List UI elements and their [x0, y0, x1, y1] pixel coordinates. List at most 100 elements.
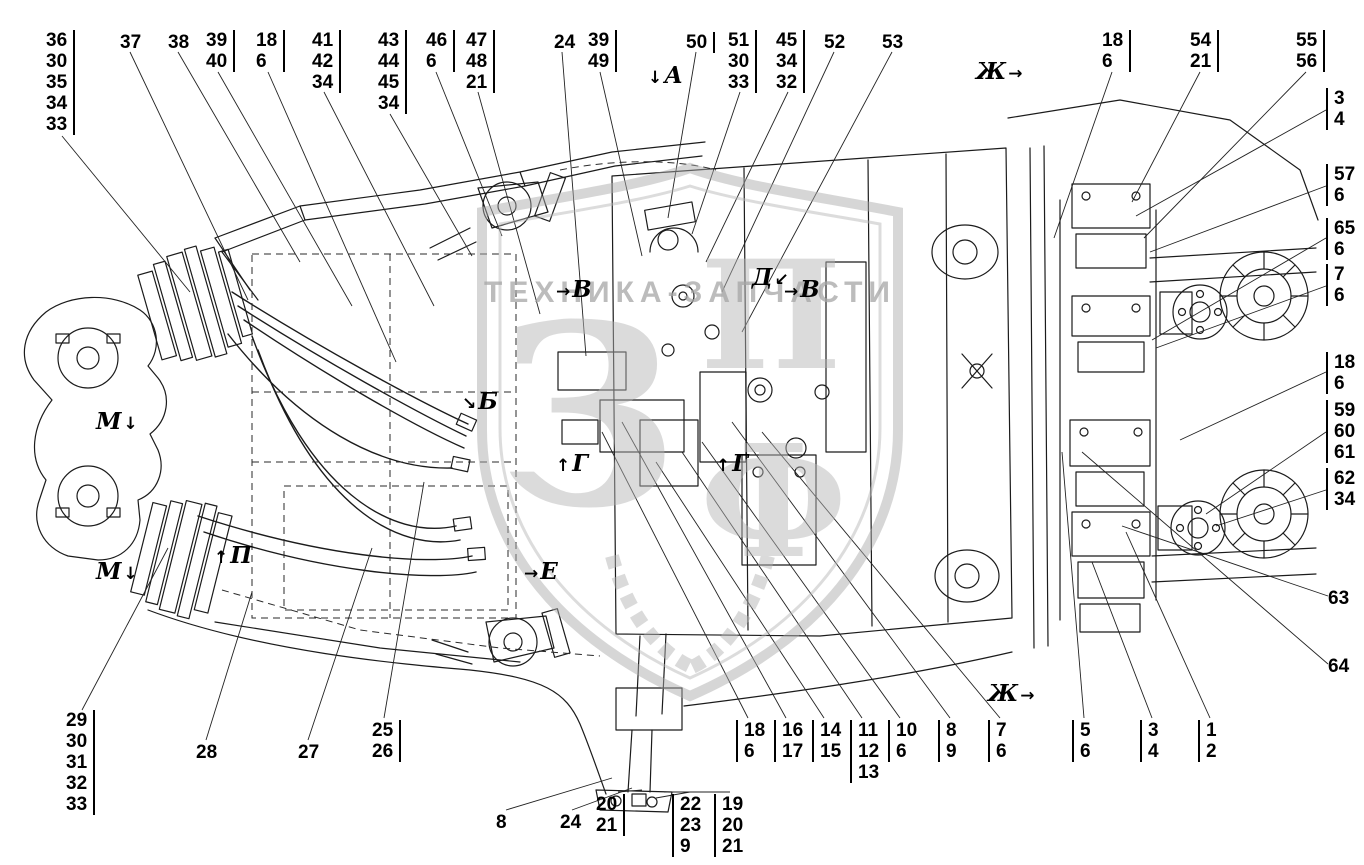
- callout-number: 23: [680, 815, 702, 836]
- callout-group-64: 64: [1328, 656, 1349, 677]
- callout-group-27: 27: [298, 742, 319, 763]
- view-arrow-icon: ↓: [648, 68, 663, 88]
- callout-number: 26: [372, 741, 394, 762]
- callout-number: 63: [1328, 588, 1350, 609]
- callout-number: 34: [46, 93, 68, 114]
- callout-group-50: 50: [686, 32, 716, 53]
- callout-number: 33: [46, 114, 68, 135]
- view-label-Ж: Ж→: [988, 682, 1034, 708]
- callout-number: 29: [66, 710, 88, 731]
- callout-group-24: 24: [560, 812, 581, 833]
- callout-number: 44: [378, 51, 400, 72]
- view-arrow-icon: ↓: [123, 414, 138, 434]
- view-label-М: М↓: [96, 560, 138, 586]
- view-arrow-icon: →: [1020, 686, 1035, 706]
- callout-group-63: 63: [1328, 588, 1349, 609]
- callout-number: 28: [196, 742, 218, 763]
- callout-number: 20: [596, 794, 618, 815]
- callout-number: 36: [46, 30, 68, 51]
- view-arrow-icon: ↑: [716, 456, 731, 476]
- view-label-Е: →Е: [524, 560, 558, 586]
- hidden-lines: [221, 161, 717, 657]
- callout-number: 17: [782, 741, 804, 762]
- callout-group-8: 8: [496, 812, 507, 833]
- view-letter: Ж: [976, 58, 1007, 85]
- view-letter: Ж: [988, 680, 1019, 707]
- callout-number: 30: [46, 51, 68, 72]
- view-label-В: →В: [556, 278, 592, 304]
- callout-number: 8: [946, 720, 957, 741]
- callout-number: 34: [1334, 489, 1356, 510]
- callout-number: 55: [1296, 30, 1318, 51]
- callout-number: 32: [66, 773, 88, 794]
- view-label-Г: ↑Г: [716, 452, 748, 478]
- callout-number: 56: [1296, 51, 1318, 72]
- callout-number: 22: [680, 794, 702, 815]
- view-label-Б: ↘Б: [462, 390, 498, 416]
- callout-number: 6: [1102, 51, 1113, 72]
- callout-number: 42: [312, 51, 334, 72]
- view-arrow-icon: ↑: [214, 548, 229, 568]
- view-letter: Г: [572, 450, 589, 477]
- callout-number: 16: [782, 720, 804, 741]
- callout-number: 11: [858, 720, 879, 741]
- callout-number: 7: [1334, 264, 1345, 285]
- callout-number: 6: [1334, 185, 1345, 206]
- callout-number: 6: [1334, 239, 1345, 260]
- callout-number: 2: [1206, 741, 1217, 762]
- callout-number: 12: [858, 741, 880, 762]
- view-letter: В: [572, 276, 592, 303]
- callout-number: 1: [1206, 720, 1217, 741]
- callout-number: 39: [588, 30, 610, 51]
- view-letter: Е: [540, 558, 558, 585]
- callout-group-38: 38: [168, 32, 189, 53]
- callout-number: 18: [1102, 30, 1124, 51]
- callout-number: 38: [168, 32, 190, 53]
- callout-number: 18: [256, 30, 278, 51]
- callout-group-53: 53: [882, 32, 903, 53]
- view-letter: М: [96, 558, 122, 585]
- watermark-letter-3: Ф: [700, 410, 847, 593]
- callout-number: 21: [1190, 51, 1212, 72]
- callout-number: 34: [776, 51, 798, 72]
- view-arrow-icon: →: [784, 282, 799, 302]
- view-letter: А: [664, 62, 683, 89]
- callout-number: 25: [372, 720, 394, 741]
- leader-lines: [61, 51, 1329, 811]
- view-letter: Г: [732, 450, 749, 477]
- callout-number: 27: [298, 742, 320, 763]
- callout-number: 41: [312, 30, 334, 51]
- callout-group-52: 52: [824, 32, 845, 53]
- callout-number: 24: [560, 812, 582, 833]
- callout-number: 3: [1148, 720, 1159, 741]
- callout-number: 45: [776, 30, 798, 51]
- callout-number: 33: [728, 72, 750, 93]
- callout-number: 6: [744, 741, 755, 762]
- callout-number: 35: [46, 72, 68, 93]
- callout-number: 6: [256, 51, 267, 72]
- callout-number: 50: [686, 32, 708, 53]
- callout-number: 45: [378, 72, 400, 93]
- callout-number: 6: [426, 51, 437, 72]
- callout-number: 9: [680, 836, 691, 857]
- callout-number: 30: [728, 51, 750, 72]
- callout-number: 59: [1334, 400, 1356, 421]
- callout-number: 34: [312, 72, 334, 93]
- callout-number: 18: [744, 720, 766, 741]
- callout-number: 10: [896, 720, 918, 741]
